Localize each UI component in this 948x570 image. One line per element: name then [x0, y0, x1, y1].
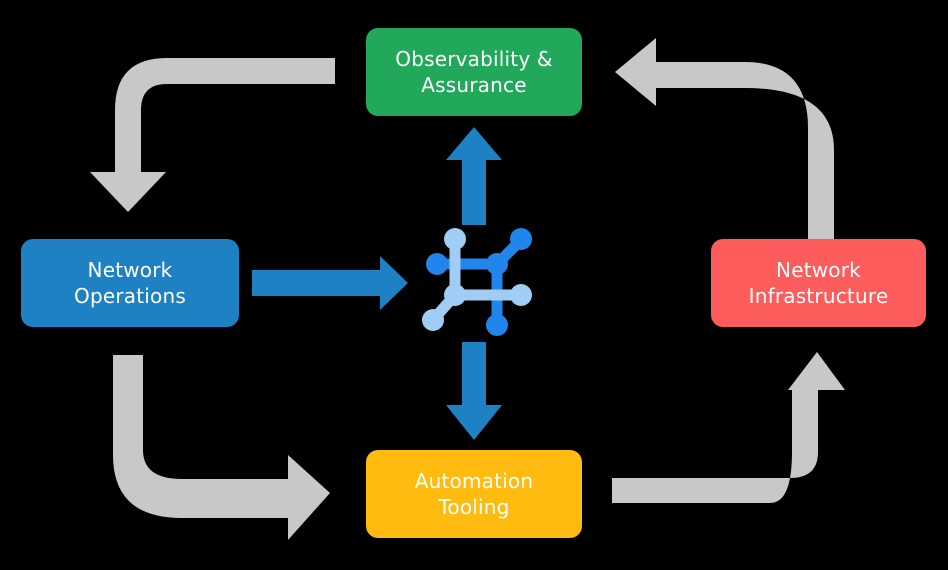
flow-arrow-automation-to-infrastructure[interactable] — [612, 352, 845, 503]
direct-arrow-operations-to-center[interactable] — [252, 256, 408, 310]
node-box-infrastructure[interactable]: Network Infrastructure — [711, 239, 926, 327]
node-box-operations[interactable]: Network Operations — [21, 239, 239, 327]
node-label-infrastructure: Network Infrastructure — [748, 257, 889, 308]
network-icon-nodes — [422, 228, 532, 336]
network-icon-links — [427, 233, 527, 331]
direct-arrow-center-to-observability[interactable] — [446, 127, 502, 225]
direct-arrow-center-to-automation[interactable] — [446, 342, 502, 440]
flow-arrow-observability-to-operations[interactable] — [90, 58, 335, 212]
node-box-automation[interactable]: Automation Tooling — [366, 450, 582, 538]
node-label-operations: Network Operations — [74, 257, 186, 308]
flow-arrow-operations-to-automation[interactable] — [113, 355, 330, 540]
flow-arrow-infrastructure-to-observability[interactable] — [615, 38, 834, 250]
node-box-observability[interactable]: Observability & Assurance — [366, 28, 582, 116]
node-label-observability: Observability & Assurance — [395, 46, 553, 97]
node-label-automation: Automation Tooling — [414, 468, 534, 519]
